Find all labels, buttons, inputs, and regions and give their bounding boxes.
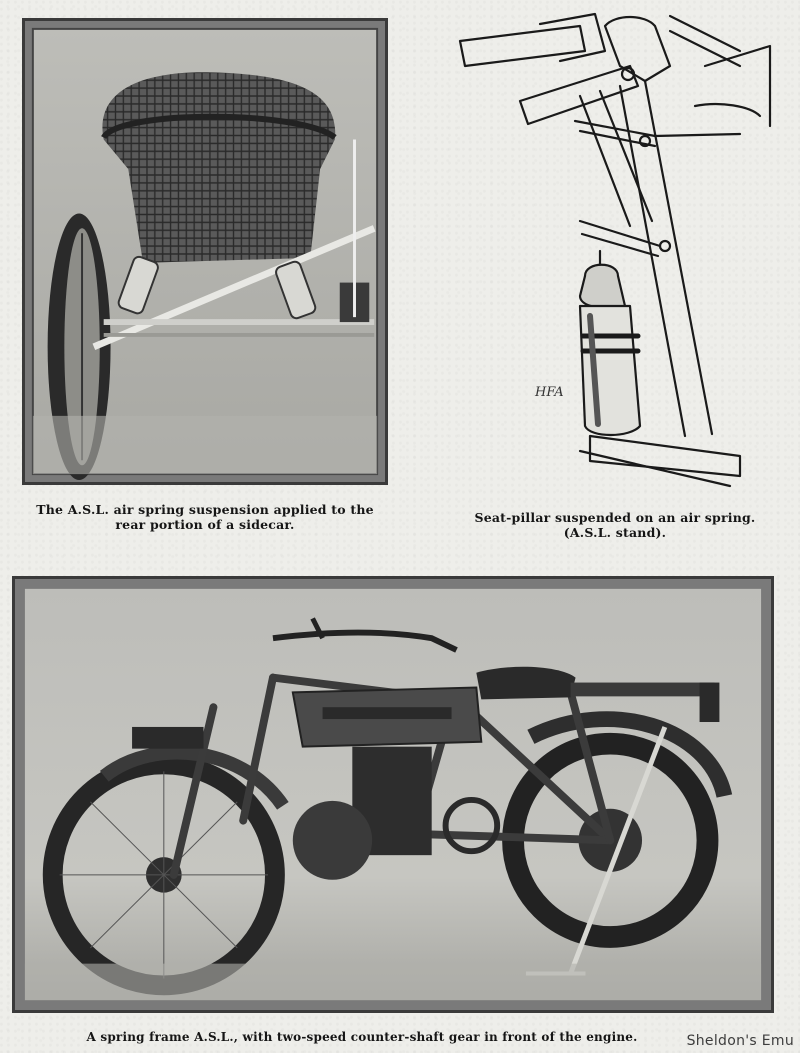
seat-pillar-illustration: HFA bbox=[458, 12, 772, 488]
motorcycle-illustration bbox=[24, 588, 762, 1001]
seat-pillar-drawing: HFA bbox=[440, 6, 790, 496]
svg-text:HFA: HFA bbox=[534, 385, 564, 400]
sidecar-illustration bbox=[31, 27, 379, 481]
seat-pillar-caption: Seat-pillar suspended on an air spring. … bbox=[440, 510, 790, 540]
motorcycle-photo bbox=[12, 576, 774, 1013]
motorcycle-caption: A spring frame A.S.L., with two-speed co… bbox=[12, 1030, 712, 1045]
sidecar-caption-line-1: The A.S.L. air spring suspension applied… bbox=[36, 502, 374, 517]
seat-pillar-caption-line-1: Seat-pillar suspended on an air spring. bbox=[474, 510, 756, 525]
sidecar-photo bbox=[22, 18, 388, 485]
sidecar-caption-line-2: rear portion of a sidecar. bbox=[115, 517, 295, 532]
seat-pillar-caption-line-2: (A.S.L. stand). bbox=[563, 525, 667, 540]
motorcycle-caption-text: A spring frame A.S.L., with two-speed co… bbox=[86, 1030, 638, 1044]
sidecar-caption: The A.S.L. air spring suspension applied… bbox=[22, 502, 388, 532]
watermark-text: Sheldon's Emu bbox=[686, 1033, 794, 1049]
